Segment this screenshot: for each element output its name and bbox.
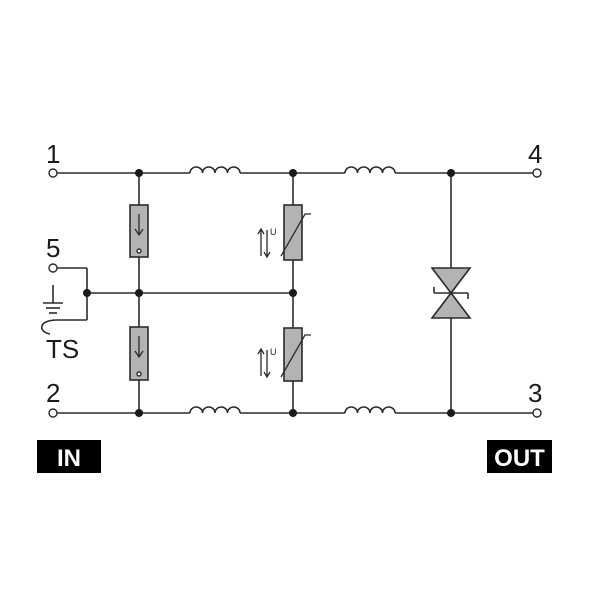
varistor-bottom-arrows: U	[257, 347, 277, 379]
terminal-circles	[48, 168, 542, 418]
terminal-2-connector	[48, 408, 58, 418]
out-badge: OUT	[487, 440, 552, 473]
varistor-top-arrows: U	[257, 227, 277, 259]
ground-rail	[57, 267, 293, 321]
terminal-2-label: 2	[46, 378, 60, 408]
in-badge: IN	[37, 440, 101, 473]
terminal-5-connector	[48, 263, 58, 273]
inductor-top-right	[344, 166, 396, 174]
varistor-top	[283, 204, 303, 261]
terminal-5-label: 5	[46, 233, 60, 263]
tvs-diode-branch	[430, 173, 472, 413]
junction-dots	[83, 169, 455, 417]
inductor-bottom-right	[344, 406, 396, 414]
varistor-bottom-u-label: U	[270, 347, 277, 357]
terminal-3-connector	[532, 408, 542, 418]
earth-symbol	[41, 285, 63, 335]
tvs-diode-lower-triangle	[430, 291, 472, 319]
bottom-rail	[57, 406, 533, 414]
varistor-top-u-label: U	[270, 227, 277, 237]
gas-discharge-branch	[129, 173, 149, 413]
terminal-4-label: 4	[528, 139, 542, 169]
inductor-bottom-left	[189, 406, 241, 414]
thermal-switch-hook	[41, 319, 58, 335]
inductor-top-left	[189, 166, 241, 174]
in-badge-text: IN	[57, 445, 81, 472]
terminal-1-label: 1	[46, 139, 60, 169]
terminal-3-label: 3	[528, 378, 542, 408]
terminal-ts-label: TS	[46, 334, 79, 364]
tvs-diode-upper-triangle	[430, 267, 472, 295]
out-badge-text: OUT	[494, 445, 545, 472]
terminal-4-connector	[532, 168, 542, 178]
varistor-bottom	[283, 327, 303, 382]
terminal-1-connector	[48, 168, 58, 178]
